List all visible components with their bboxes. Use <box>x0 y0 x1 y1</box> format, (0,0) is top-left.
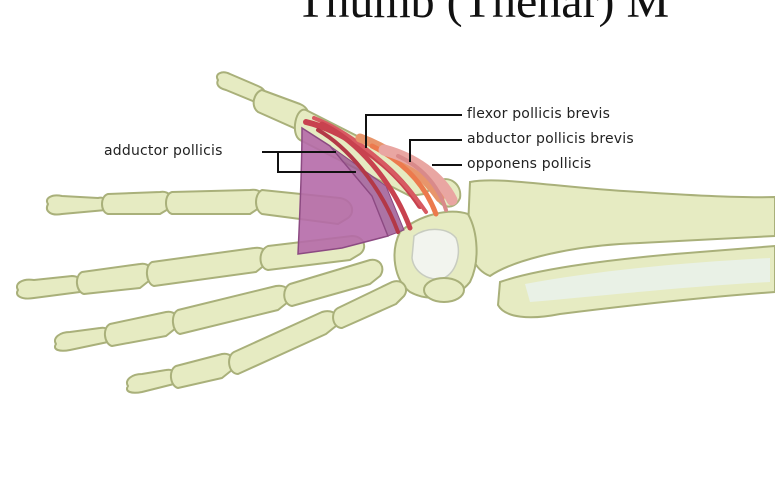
adductor-oblique-head <box>329 145 405 237</box>
leader-lines <box>262 114 462 173</box>
label-adductor-pollicis: adductor pollicis <box>104 143 223 159</box>
carpal-bones <box>393 178 478 303</box>
diagram-title: Thumb (Thenar) M <box>296 0 670 28</box>
little-finger <box>126 280 408 394</box>
label-opponens-pollicis: opponens pollicis <box>467 156 592 172</box>
pisiform-bone <box>423 277 465 303</box>
ulna-shaft-highlight <box>525 258 770 302</box>
adductor-pollicis-muscle <box>297 126 390 255</box>
label-flexor-pollicis-brevis: flexor pollicis brevis <box>467 106 611 122</box>
radius-bone <box>466 179 775 278</box>
forearm-bones <box>466 179 775 319</box>
flexor-pollicis-brevis-muscle <box>303 116 428 234</box>
ring-finger <box>54 258 384 352</box>
opponens-pollicis-muscle <box>378 144 458 212</box>
flexor-leader <box>365 114 462 148</box>
label-abductor-pollicis-brevis: abductor pollicis brevis <box>467 131 634 147</box>
carpal-highlight <box>411 228 460 280</box>
abductor-leader <box>409 139 462 162</box>
